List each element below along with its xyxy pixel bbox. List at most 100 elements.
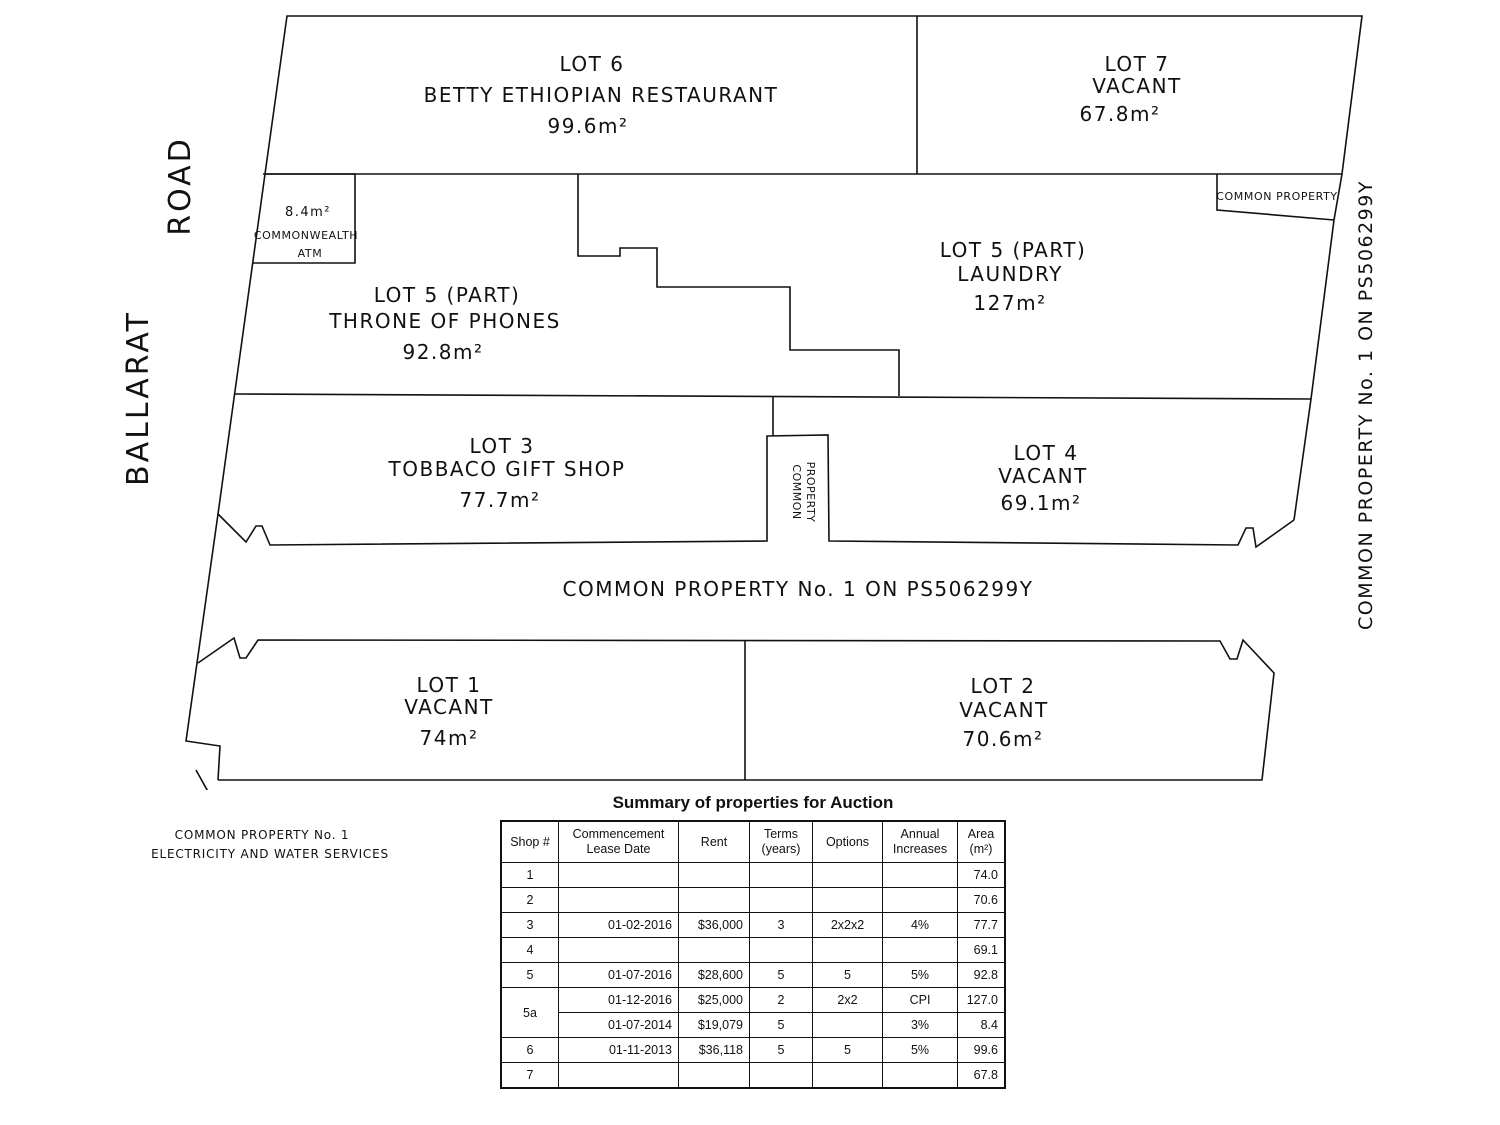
lot-3-title: LOT 3 [470, 434, 535, 458]
cell-options: 5 [812, 1037, 883, 1063]
cell-area: 99.6 [957, 1037, 1006, 1063]
cell-terms [749, 862, 813, 888]
cell-area: 69.1 [957, 937, 1006, 963]
common-corner-label: COMMON PROPERTY [1216, 190, 1338, 203]
cell-terms: 5 [749, 1012, 813, 1038]
lot-5b-area: 127m² [973, 291, 1046, 315]
cell-shop: 3 [500, 912, 559, 938]
cell-date [558, 887, 679, 913]
cell-terms [749, 937, 813, 963]
cell-terms [749, 887, 813, 913]
cell-options: 2x2x2 [812, 912, 883, 938]
lot-2-tenant: VACANT [959, 698, 1049, 722]
service-note: COMMON PROPERTY No. 1 ELECTRICITY AND WA… [151, 828, 389, 861]
cell-rent: $36,000 [678, 912, 750, 938]
cell-increases: 4% [882, 912, 958, 938]
lot-5b-tenant: LAUNDRY [957, 262, 1063, 286]
cell-rent [678, 862, 750, 888]
cell-area: 92.8 [957, 962, 1006, 988]
lot-1-title: LOT 1 [417, 673, 482, 697]
lot-3-area: 77.7m² [459, 488, 540, 512]
lot-7-tenant: VACANT [1092, 74, 1182, 98]
road-boundary [185, 173, 266, 781]
common-small-line-2: PROPERTY [804, 462, 817, 523]
cell-increases: 5% [882, 1037, 958, 1063]
lot-5a-area: 92.8m² [402, 340, 483, 364]
cell-area: 67.8 [957, 1062, 1006, 1089]
atm-line-1: COMMONWEALTH [254, 229, 358, 242]
cell-rent [678, 937, 750, 963]
cell-rent: $28,600 [678, 962, 750, 988]
cell-options [812, 937, 883, 963]
common-corner-box [1216, 174, 1335, 221]
atm-line-2: ATM [298, 247, 323, 260]
cell-shop: 1 [500, 862, 559, 888]
lot-1-2-top [197, 636, 1275, 781]
cell-increases: 3% [882, 1012, 958, 1038]
cell-terms: 2 [749, 987, 813, 1013]
ballarat-label: BALLARAT [121, 310, 156, 486]
cell-date: 01-07-2016 [558, 962, 679, 988]
lot-3-bottom [217, 434, 1295, 549]
lot-3-tenant: TOBBACO GIFT SHOP [388, 457, 626, 481]
cell-increases [882, 1062, 958, 1089]
cell-shop: 2 [500, 887, 559, 913]
cell-date: 01-07-2014 [558, 1012, 679, 1038]
cell-rent [678, 1062, 750, 1089]
lot-4-title: LOT 4 [1014, 441, 1079, 465]
service-note-line-2: ELECTRICITY AND WATER SERVICES [151, 847, 389, 861]
header-terms: Terms(years) [749, 820, 813, 863]
table-row: 5a 01-12-2016 $25,000 2 2x2 CPI 127.0 [500, 987, 1006, 1038]
table-row: 2 70.6 [500, 887, 1006, 913]
cell-terms: 5 [749, 1037, 813, 1063]
cell-shop: 4 [500, 937, 559, 963]
lot-1-tenant: VACANT [404, 695, 494, 719]
cell-date [558, 937, 679, 963]
table-row: 6 01-11-2013 $36,118 5 5 5% 99.6 [500, 1037, 1006, 1063]
cell-area: 74.0 [957, 862, 1006, 888]
cell-rent: $25,000 [678, 987, 750, 1013]
cell-options [812, 887, 883, 913]
lot-7-area: 67.8m² [1079, 102, 1160, 126]
auction-summary: Summary of properties for Auction Shop #… [500, 793, 1006, 1089]
header-options: Options [812, 820, 883, 863]
cell-date: 01-02-2016 [558, 912, 679, 938]
lot-4-area: 69.1m² [1000, 491, 1081, 515]
cell-increases [882, 887, 958, 913]
lot-5a-tenant: THRONE OF PHONES [328, 309, 561, 333]
table-row: 1 74.0 [500, 862, 1006, 888]
common-small-line-1: COMMON [790, 464, 803, 519]
lot-5-divider [577, 174, 900, 396]
lot-2-title: LOT 2 [971, 674, 1036, 698]
service-arrow-line [195, 769, 209, 790]
lot-2-area: 70.6m² [962, 727, 1043, 751]
cell-options: 2x2 [812, 987, 883, 1013]
cell-options [812, 1012, 883, 1038]
cell-area: 70.6 [957, 887, 1006, 913]
cell-date: 01-12-2016 [558, 987, 679, 1013]
lot-5b-title: LOT 5 (PART) [940, 238, 1087, 262]
lot-6-area: 99.6m² [547, 114, 628, 138]
site-plan: ROAD BALLARAT COMMON PROPERTY No. 1 ON P… [121, 15, 1377, 790]
right-boundary [1293, 173, 1343, 521]
header-rent: Rent [678, 820, 750, 863]
cell-options [812, 862, 883, 888]
table-row: 01-07-2014 $19,079 5 3% 8.4 [501, 1012, 1006, 1038]
corridor-label: COMMON PROPERTY No. 1 ON PS506299Y [563, 577, 1034, 601]
service-note-line-1: COMMON PROPERTY No. 1 [175, 828, 350, 842]
cell-shop: 7 [500, 1062, 559, 1089]
cell-area: 8.4 [957, 1012, 1006, 1038]
road-label: ROAD [163, 136, 198, 236]
cell-terms: 3 [749, 912, 813, 938]
table-row: 5 01-07-2016 $28,600 5 5 5% 92.8 [500, 962, 1006, 988]
atm-area: 8.4m² [285, 205, 331, 220]
cell-options: 5 [812, 962, 883, 988]
cell-area: 127.0 [957, 987, 1006, 1013]
lot-6-title: LOT 6 [560, 52, 625, 76]
cell-increases [882, 937, 958, 963]
cell-increases: 5% [882, 962, 958, 988]
cell-increases: CPI [882, 987, 958, 1013]
table-row: 3 01-02-2016 $36,000 3 2x2x2 4% 77.7 [500, 912, 1006, 938]
